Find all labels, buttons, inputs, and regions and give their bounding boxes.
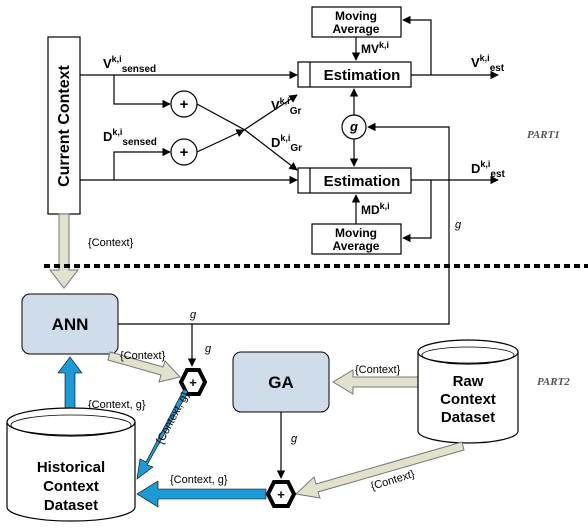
cross-line-2 [196, 103, 246, 131]
part1-label: PART1 [527, 129, 560, 141]
raw-l3: Dataset [441, 409, 495, 426]
estimation-bottom-label: Estimation [324, 173, 401, 190]
context-raw-ga-arrow [332, 369, 419, 395]
context-down-arrow [48, 213, 80, 289]
v-est-label: Vk,iest [471, 53, 505, 74]
g-ann-line-label: g [190, 309, 197, 321]
d-gr-label: Dk,iGr [271, 133, 302, 154]
ga-label: GA [268, 373, 294, 392]
historical-l2: Context [43, 478, 99, 495]
cross-line-1 [196, 129, 245, 153]
ann-box [21, 293, 119, 355]
blue-arrow-hex-historical [136, 388, 189, 480]
context-g-diag-label: {Context, g} [154, 390, 192, 447]
part2-label: PART2 [537, 376, 570, 388]
context-g-left-label: {Context, g} [88, 399, 146, 411]
raw-l2: Context [440, 391, 496, 408]
moving-average-bottom-l1: Moving [335, 226, 377, 240]
hex-top-plus: + [189, 375, 197, 390]
mv-label: MVk,i [361, 40, 389, 56]
g-ann-down-label: g [205, 343, 212, 355]
estimation-top-box [297, 61, 412, 88]
raw-dataset-cylinder [417, 352, 519, 444]
g-ga-label: g [291, 433, 298, 445]
historical-dataset-top [6, 407, 136, 437]
raw-l1: Raw [453, 373, 484, 390]
context-raw-ga-label: {Context} [355, 364, 401, 376]
historical-l1: Historical [37, 459, 105, 476]
g-right-label: g [455, 219, 462, 231]
moving-average-top-box [311, 6, 402, 38]
feedback-bottom-line [402, 180, 432, 243]
context-down-label: {Context} [88, 237, 134, 249]
moving-average-top-l1: Moving [335, 9, 377, 23]
blue-arrow-bottom-historical [136, 480, 267, 508]
feedback-top-line [402, 15, 432, 75]
cross-line-4 [244, 129, 298, 171]
md-label: MDk,i [361, 201, 390, 217]
current-context-label: Current Context [56, 64, 73, 186]
moving-average-bottom-l2: Average [333, 239, 380, 253]
context-ann-hex-label: {Context} [120, 350, 166, 362]
v-sensed-label: Vk,isensed [103, 54, 156, 75]
plus-top-label: + [180, 96, 189, 113]
historical-dataset-cylinder [6, 422, 136, 522]
context-raw-hex-arrow [294, 441, 465, 499]
d-sensed-label: Dk,isensed [103, 127, 157, 148]
combine-hex-bottom [265, 480, 297, 508]
ann-label: ANN [52, 315, 89, 334]
estimation-top-label: Estimation [324, 67, 401, 84]
hex-bottom-plus: + [277, 487, 285, 502]
g-feedback-line [118, 122, 450, 325]
historical-l3: Dataset [44, 497, 98, 514]
moving-average-bottom-box [311, 223, 402, 255]
moving-average-top-l2: Average [333, 22, 380, 36]
context-ann-hex-arrow [107, 351, 181, 383]
cross-line-3 [243, 94, 298, 131]
raw-dataset-top [417, 339, 519, 365]
d-est-label: Dk,iest [471, 159, 506, 180]
current-context-box [47, 36, 81, 215]
v-branch-line [113, 75, 171, 109]
g-circle-label: g [349, 119, 358, 134]
d-branch-line [113, 147, 171, 180]
context-g-bottom-label: {Context, g} [170, 474, 228, 486]
plus-bottom-label: + [180, 144, 189, 161]
v-gr-label: Vk,iGr [271, 96, 301, 117]
